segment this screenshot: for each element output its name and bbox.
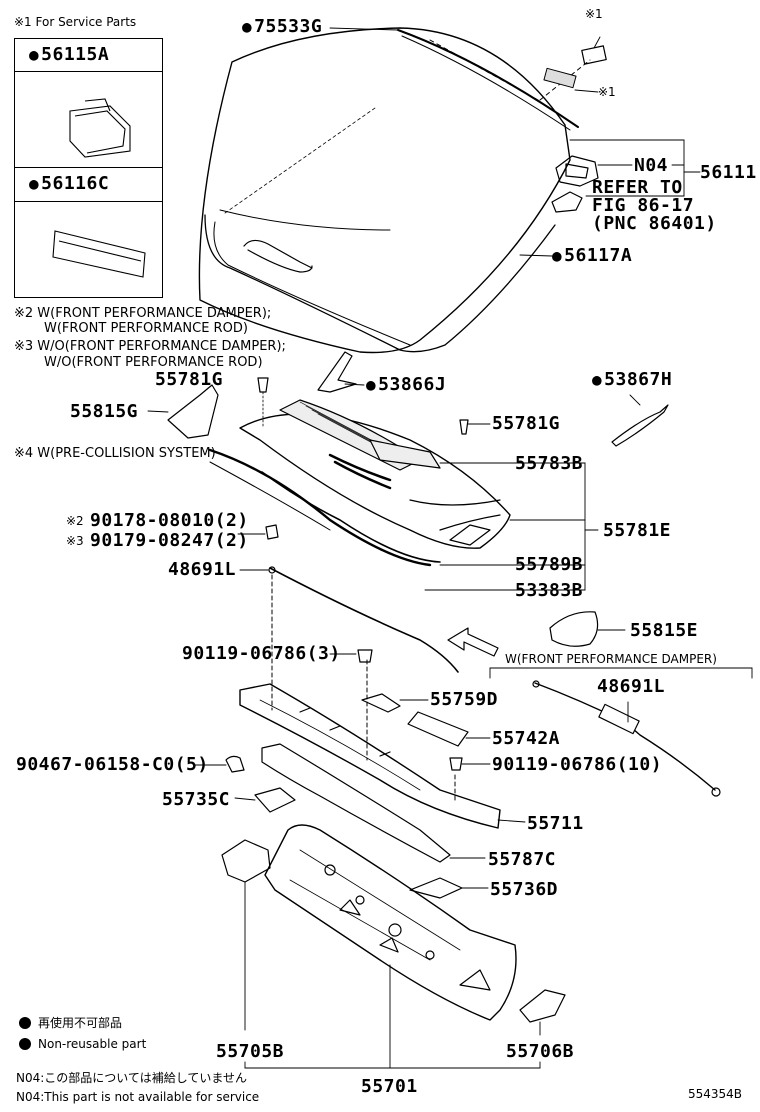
windshield-glass-illustration <box>198 27 571 354</box>
dash-panel-55701-illustration <box>264 824 517 1021</box>
label-55735c[interactable]: 55735C <box>162 789 231 810</box>
bracket-55705b-illustration <box>221 839 271 883</box>
label-90119-b[interactable]: 90119-06786(10) <box>492 754 663 775</box>
legend-n04-jp: N04:この部品については補給していません <box>16 1071 247 1085</box>
label-90179[interactable]: 90179-08247(2) <box>90 530 249 551</box>
label-53867h[interactable]: 53867H <box>592 371 672 389</box>
note-mark3-line2: W/O(FRONT PERFORMANCE ROD) <box>44 355 263 370</box>
label-55787c[interactable]: 55787C <box>488 849 557 870</box>
label-56117a[interactable]: 56117A <box>552 247 632 265</box>
legend-n04-en: N04:This part is not available for servi… <box>16 1090 260 1104</box>
label-55815e[interactable]: 55815E <box>630 620 699 641</box>
mirror-bracket-illustration <box>551 139 701 213</box>
cover-55815g-illustration <box>167 384 219 439</box>
label-90119-a[interactable]: 90119-06786(3) <box>182 643 341 664</box>
bracket-55735c-illustration <box>254 787 296 813</box>
part-56115a-label: 56115A <box>29 46 109 64</box>
label-n04: N04 <box>634 155 669 176</box>
label-mark1-b: ※1 <box>598 85 616 99</box>
label-refer-line1: REFER TO <box>592 177 683 198</box>
service-part-image-a <box>15 71 162 168</box>
clip-55781g-b-illustration <box>459 419 469 435</box>
pad-55742a-illustration <box>407 711 469 747</box>
cowl-top-55711-illustration <box>239 683 501 829</box>
label-55783b[interactable]: 55783B <box>515 453 584 474</box>
label-mark2: ※2 <box>66 514 84 528</box>
label-55711[interactable]: 55711 <box>527 813 584 834</box>
label-refer-line2[interactable]: FIG 86-17 <box>592 195 695 216</box>
note-mark2-line1: ※2 W(FRONT PERFORMANCE DAMPER); <box>14 306 272 321</box>
figure-id: 554354B <box>688 1087 743 1101</box>
service-parts-panel: 56115A 56116C <box>14 38 163 298</box>
label-55759d[interactable]: 55759D <box>430 689 499 710</box>
note-mark2-line2: W(FRONT PERFORMANCE ROD) <box>44 321 248 336</box>
bolt-90119-b-illustration <box>449 757 463 771</box>
nut-90178-illustration <box>265 524 279 540</box>
label-90467[interactable]: 90467-06158-C0(5) <box>16 754 209 775</box>
label-55736d[interactable]: 55736D <box>490 879 559 900</box>
label-75533g[interactable]: 75533G <box>242 18 322 36</box>
note-mark4: ※4 W(PRE-COLLISION SYSTEM) <box>14 446 216 461</box>
label-53383b[interactable]: 53383B <box>515 580 584 601</box>
label-56111[interactable]: 56111 <box>700 162 757 183</box>
note-mark3-line1: ※3 W/O(FRONT PERFORMANCE DAMPER); <box>14 339 286 354</box>
label-53866j[interactable]: 53866J <box>366 376 446 394</box>
seal-53866j-illustration <box>317 351 357 393</box>
label-48691l-b[interactable]: 48691L <box>597 676 666 697</box>
label-55781g-a[interactable]: 55781G <box>155 369 224 390</box>
clip-56116c-icon <box>52 230 146 278</box>
clip-90467-illustration <box>225 755 245 773</box>
part-56116c-label: 56116C <box>29 175 109 193</box>
bolt-90119-a-illustration <box>357 649 373 663</box>
cowl-louver-illustration <box>239 399 511 549</box>
cover-55815e-illustration <box>549 611 599 647</box>
bracket-55736d-illustration <box>409 877 463 899</box>
legend-nonreusable-jp: 再使用不可部品 <box>38 1016 123 1030</box>
label-55815g[interactable]: 55815G <box>70 401 139 422</box>
bracket-55759d-illustration <box>361 693 401 713</box>
seal-55789b-illustration <box>208 448 432 567</box>
label-55706b[interactable]: 55706B <box>506 1041 575 1062</box>
service-part-header-b: 56116C <box>15 167 162 202</box>
label-55705b[interactable]: 55705B <box>216 1041 285 1062</box>
label-damper-note: W(FRONT PERFORMANCE DAMPER) <box>505 652 717 666</box>
rod-48691l-illustration <box>269 567 459 673</box>
seal-53867h-illustration <box>611 404 669 447</box>
label-55781e[interactable]: 55781E <box>603 520 672 541</box>
label-55789b[interactable]: 55789B <box>515 554 584 575</box>
windshield-molding-illustration <box>329 27 579 131</box>
clip-56115a-icon <box>69 98 131 158</box>
label-mark3: ※3 <box>66 534 84 548</box>
direction-arrow-illustration <box>447 627 499 657</box>
panel-55787c-illustration <box>261 743 451 863</box>
service-part-header-a: 56115A <box>15 39 162 72</box>
label-mark1-a: ※1 <box>585 7 603 21</box>
label-refer-line3: (PNC 86401) <box>592 213 717 234</box>
service-clip-leader-lines <box>429 39 591 101</box>
label-55701[interactable]: 55701 <box>361 1076 418 1097</box>
label-55742a[interactable]: 55742A <box>492 728 561 749</box>
service-note-mark1: ※1 For Service Parts <box>14 15 137 29</box>
label-48691l-a[interactable]: 48691L <box>168 559 237 580</box>
clip-55781g-a-illustration <box>257 377 269 393</box>
legend-nonreusable-en: Non-reusable part <box>38 1037 147 1051</box>
bracket-55706b-illustration <box>519 989 566 1023</box>
label-55781g-b[interactable]: 55781G <box>492 413 561 434</box>
service-part-image-b <box>15 201 162 297</box>
label-90178[interactable]: 90178-08010(2) <box>90 510 249 531</box>
